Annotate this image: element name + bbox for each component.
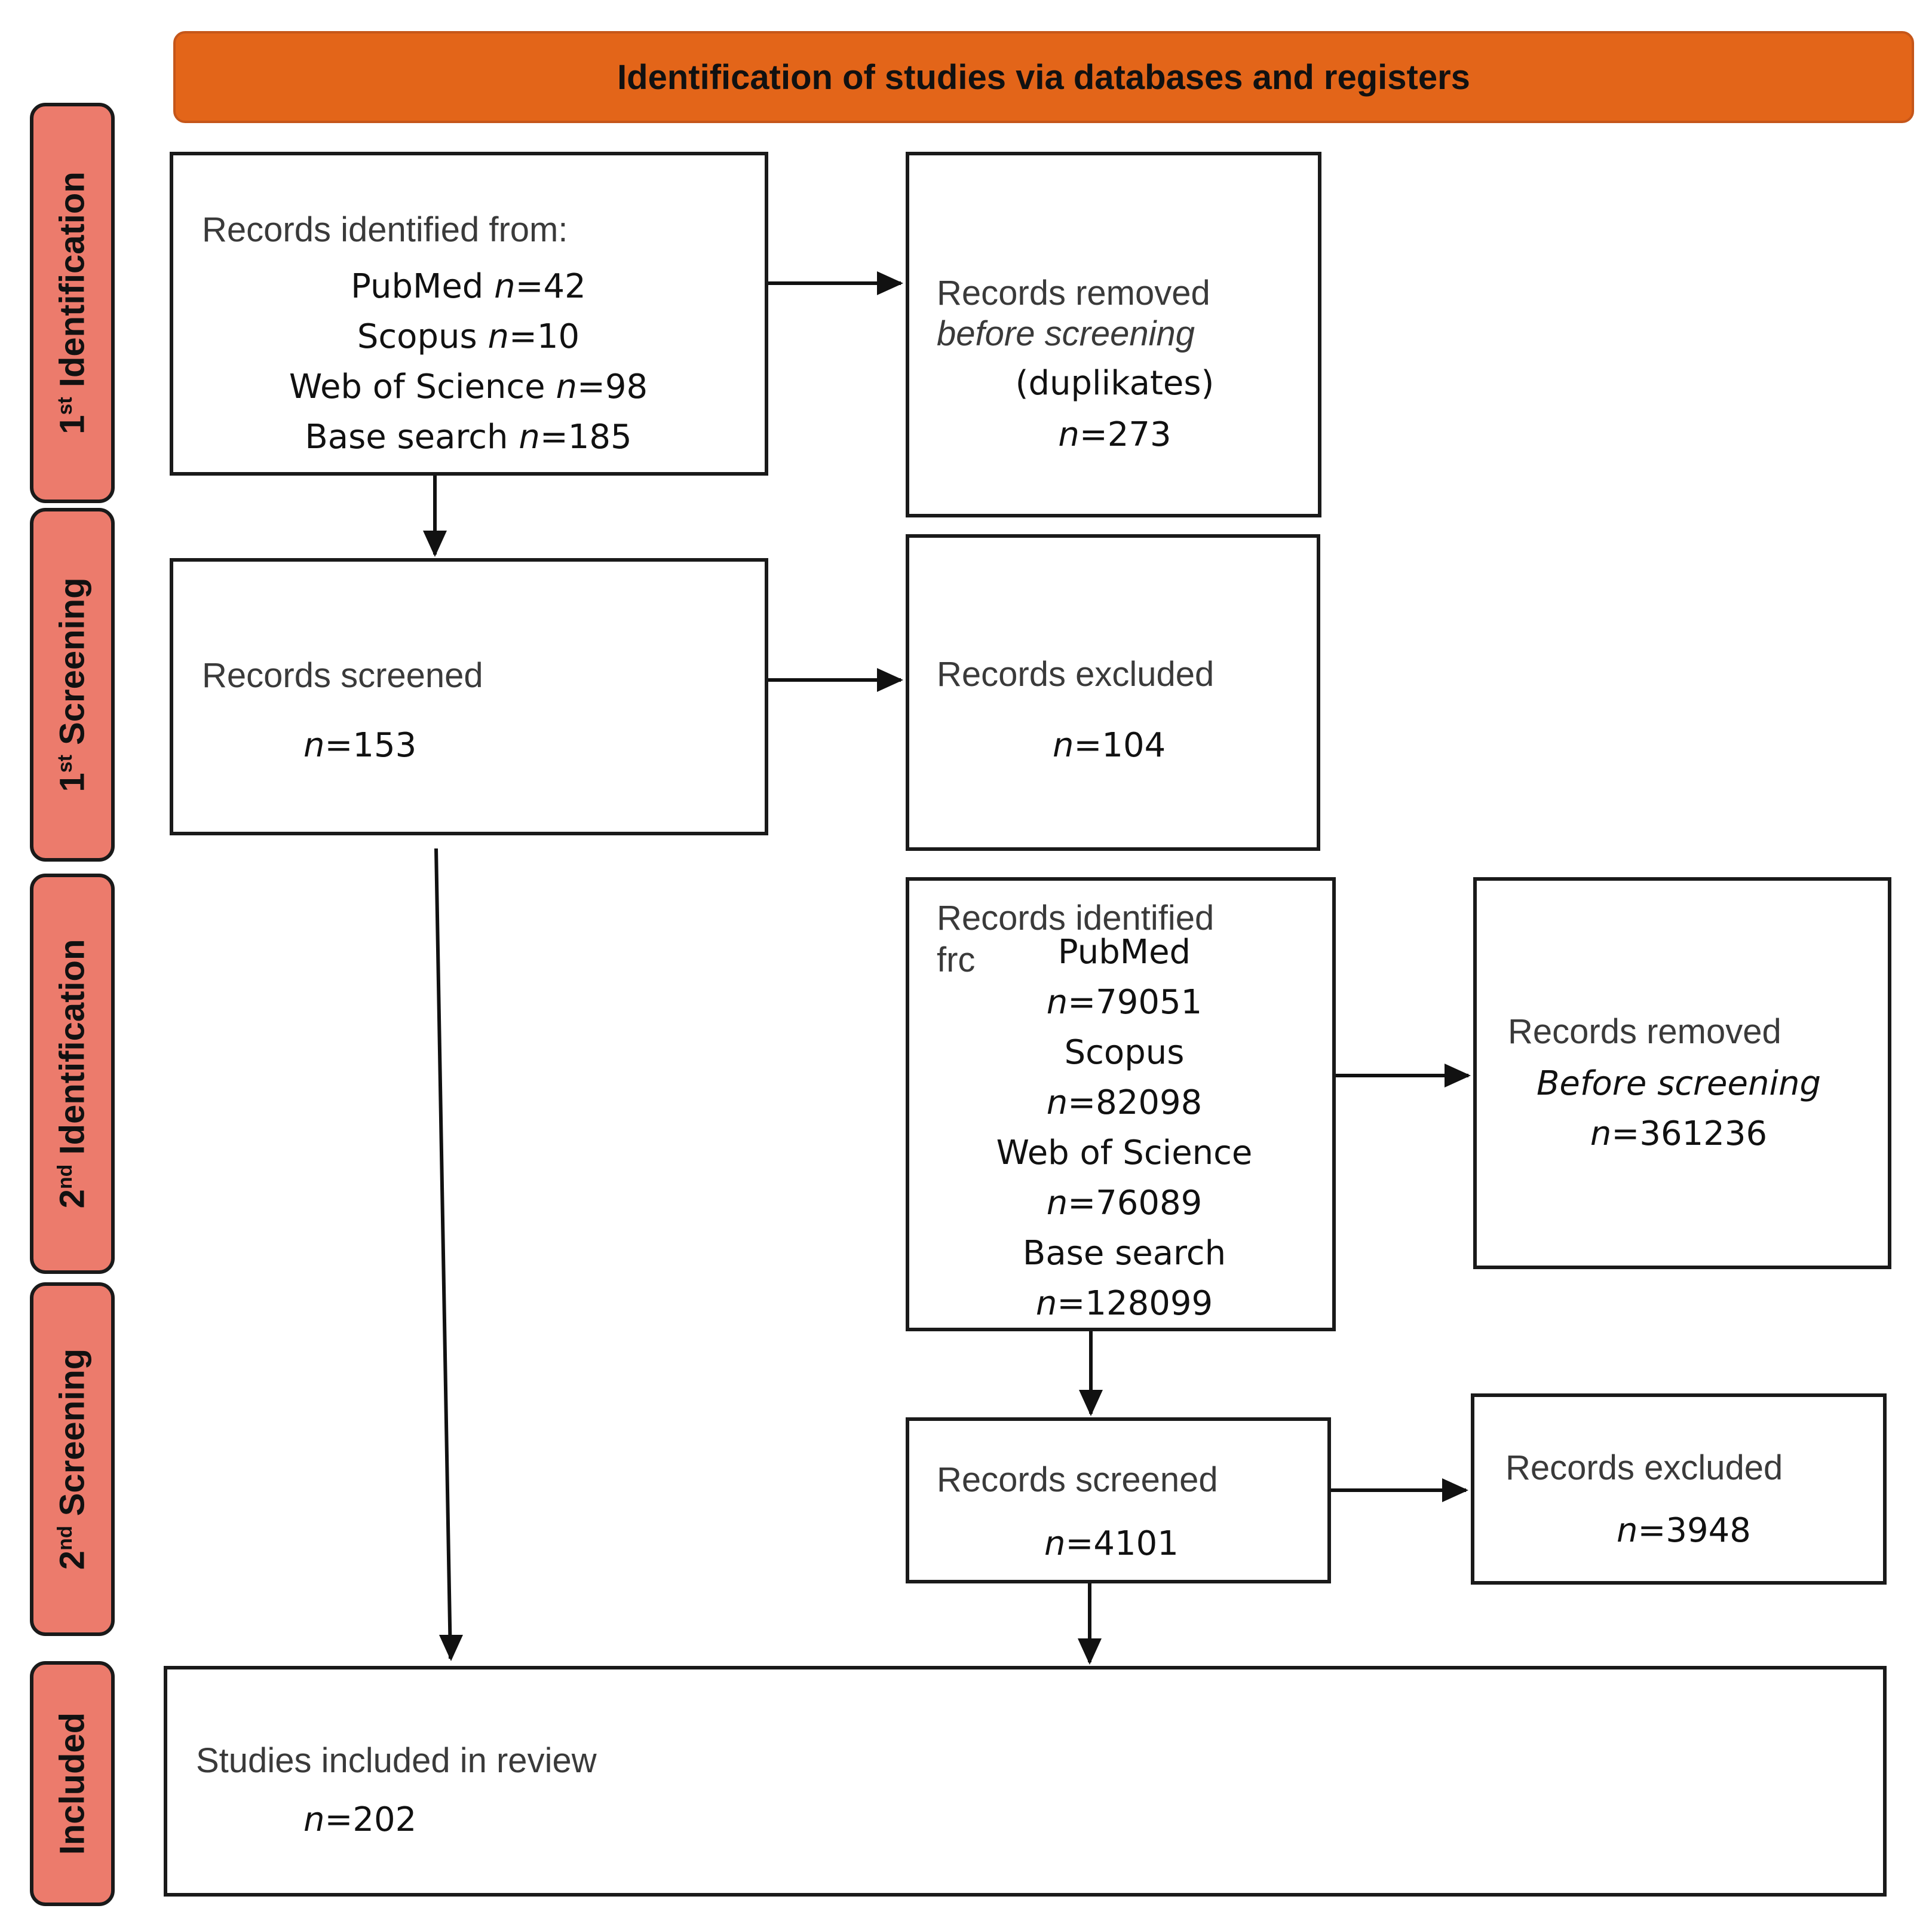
first-source-pubmed: PubMed n=42 <box>351 267 586 306</box>
stage-first-identification: 1st Identification <box>30 103 115 503</box>
arrowhead <box>877 668 903 692</box>
first-excluded-count: n=104 <box>1053 726 1166 765</box>
first-source-base: Base search n=185 <box>305 418 632 457</box>
arrowhead <box>1442 1478 1468 1502</box>
stage-second-identification: 2nd Identification <box>30 874 115 1274</box>
second-identified-title-fragment: frc <box>937 941 976 979</box>
arrowhead <box>1445 1064 1471 1087</box>
second-source-pubmed-count: n=79051 <box>1046 983 1203 1022</box>
first-screened-title: Records screened <box>202 656 483 695</box>
first-records-identified-box <box>170 152 768 476</box>
second-excluded-title: Records excluded <box>1505 1448 1783 1487</box>
second-excluded-count: n=3948 <box>1617 1511 1751 1550</box>
first-source-wos: Web of Science n=98 <box>289 367 648 406</box>
first-removed-count: n=273 <box>1058 415 1172 454</box>
first-records-screened-box <box>170 558 768 835</box>
first-removed-reason: (duplikates) <box>1015 364 1215 403</box>
second-source-base-name: Base search <box>1022 1234 1226 1273</box>
second-removed-count: n=361236 <box>1590 1114 1768 1153</box>
arrowhead <box>423 531 447 557</box>
second-screened-title: Records screened <box>937 1460 1218 1499</box>
second-screened-count: n=4101 <box>1044 1524 1179 1563</box>
first-excluded-title: Records excluded <box>937 655 1215 694</box>
included-title: Studies included in review <box>196 1741 597 1780</box>
stage-included: Included <box>30 1661 115 1906</box>
second-records-excluded-box <box>1471 1393 1887 1585</box>
second-source-wos-name: Web of Science <box>996 1134 1253 1172</box>
first-identified-title: Records identified from: <box>202 210 568 249</box>
second-records-removed-box <box>1473 877 1891 1269</box>
header-title: Identification of studies via databases … <box>617 57 1470 97</box>
first-removed-subtitle: before screening <box>937 314 1195 353</box>
second-source-scopus-count: n=82098 <box>1046 1083 1203 1122</box>
second-source-base-count: n=128099 <box>1035 1284 1213 1323</box>
header-banner: Identification of studies via databases … <box>173 31 1914 123</box>
second-records-screened-box <box>906 1417 1331 1583</box>
arrowhead <box>439 1635 463 1661</box>
second-removed-title: Records removed <box>1508 1012 1781 1051</box>
first-screened-count: n=153 <box>303 726 417 765</box>
first-records-removed-box <box>906 152 1321 517</box>
second-source-wos-count: n=76089 <box>1046 1184 1203 1223</box>
stage-first-screening: 1st Screening <box>30 508 115 862</box>
arrow-first-screened-to-included <box>434 848 452 1659</box>
included-studies-box <box>164 1666 1887 1897</box>
arrowhead <box>877 271 903 295</box>
arrowhead <box>1078 1638 1102 1665</box>
arrowhead <box>1079 1390 1103 1416</box>
second-source-scopus-name: Scopus <box>1064 1033 1185 1072</box>
first-removed-title: Records removed <box>937 274 1210 313</box>
second-source-pubmed-name: PubMed <box>1054 936 1195 969</box>
second-removed-subtitle: Before screening <box>1536 1064 1821 1103</box>
stage-second-screening: 2nd Screening <box>30 1282 115 1636</box>
first-records-excluded-box <box>906 534 1320 851</box>
first-source-scopus: Scopus n=10 <box>357 317 580 356</box>
included-count: n=202 <box>303 1800 417 1839</box>
second-identified-title: Records identified <box>937 899 1215 938</box>
